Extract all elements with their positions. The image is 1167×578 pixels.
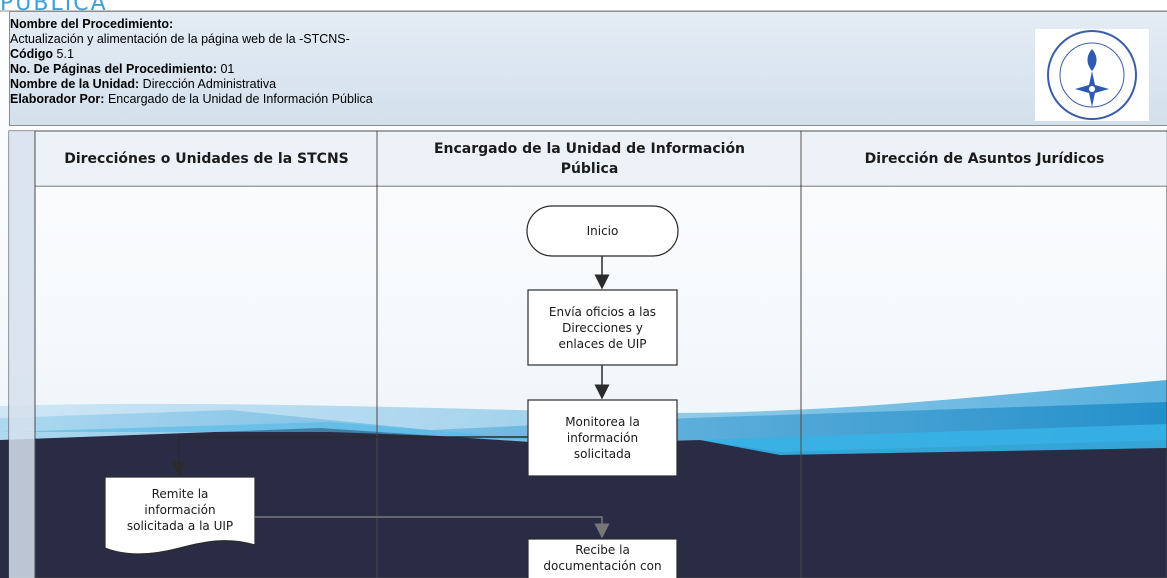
code-row: Código 5.1 <box>10 47 74 62</box>
step1-label: Envía oficios a las Direcciones y enlace… <box>528 290 677 365</box>
step2-label: Monitorea la información solicitada <box>528 400 677 476</box>
step3-line2: información <box>144 503 216 517</box>
step2-line3: solicitada <box>573 447 632 461</box>
pages-value: 01 <box>217 62 235 76</box>
author-value: Encargado de la Unidad de Información Pú… <box>104 92 373 106</box>
process-recibe-documentacion <box>527 538 678 578</box>
lane-header-uip: Encargado de la Unidad de Información Pú… <box>378 131 801 186</box>
seal-icon <box>1047 30 1137 120</box>
lane-title-uip: Encargado de la Unidad de Información Pú… <box>434 139 745 179</box>
lane-title-uip-line1: Encargado de la Unidad de Información <box>433 140 746 157</box>
author-row: Elaborador Por: Encargado de la Unidad d… <box>10 92 373 107</box>
step3-label: Remite la información solicitada a la UI… <box>105 480 255 540</box>
process-monitorea <box>527 399 678 477</box>
step2-line2: información <box>566 431 639 445</box>
pages-row: No. De Páginas del Procedimiento: 01 <box>10 62 234 77</box>
lane-title-direcciones: Direcciónes o Unidades de la STCNS <box>64 150 349 167</box>
procedure-header <box>9 11 1167 126</box>
code-value: 5.1 <box>53 47 74 61</box>
document-remite-informacion <box>104 476 256 555</box>
pages-label: No. De Páginas del Procedimiento: <box>10 62 217 76</box>
step1-line3: enlaces de UIP <box>558 336 647 351</box>
lane-title-uip-line2: Pública <box>560 160 619 177</box>
step3-line3: solicitada a la UIP <box>126 519 234 533</box>
step4-line1: Recibe la <box>575 543 630 557</box>
procedure-name-row: Nombre del Procedimiento: <box>10 17 173 32</box>
step3-line1: Remite la <box>151 487 209 501</box>
author-label: Elaborador Por: <box>10 92 105 106</box>
step2-line1: Monitorea la <box>565 415 640 429</box>
lane-header-juridicos: Dirección de Asuntos Jurídicos <box>802 131 1167 186</box>
step4-line2: documentación con <box>543 559 662 573</box>
code-label: Código <box>10 47 54 61</box>
procedure-name-value: Actualización y alimentación de la págin… <box>10 32 350 46</box>
step4-label: Recibe la documentación con <box>528 542 677 578</box>
document-top-title: PÚBLICA <box>0 0 108 16</box>
lane-title-juridicos: Dirección de Asuntos Jurídicos <box>864 150 1105 167</box>
connector-step2-step3 <box>171 436 528 477</box>
step1-line1: Envía oficios a las <box>548 304 657 319</box>
step1-line2: Direcciones y <box>562 320 643 335</box>
connector-step3-step4 <box>255 516 610 539</box>
unit-row: Nombre de la Unidad: Dirección Administr… <box>10 77 276 92</box>
unit-label: Nombre de la Unidad: <box>10 77 140 91</box>
procedure-name-label: Nombre del Procedimiento: <box>10 17 174 31</box>
institution-seal <box>1035 29 1149 121</box>
lane-header-direcciones: Direcciónes o Unidades de la STCNS <box>36 131 377 186</box>
start-label: Inicio <box>586 224 619 238</box>
unit-value: Dirección Administrativa <box>139 77 277 91</box>
